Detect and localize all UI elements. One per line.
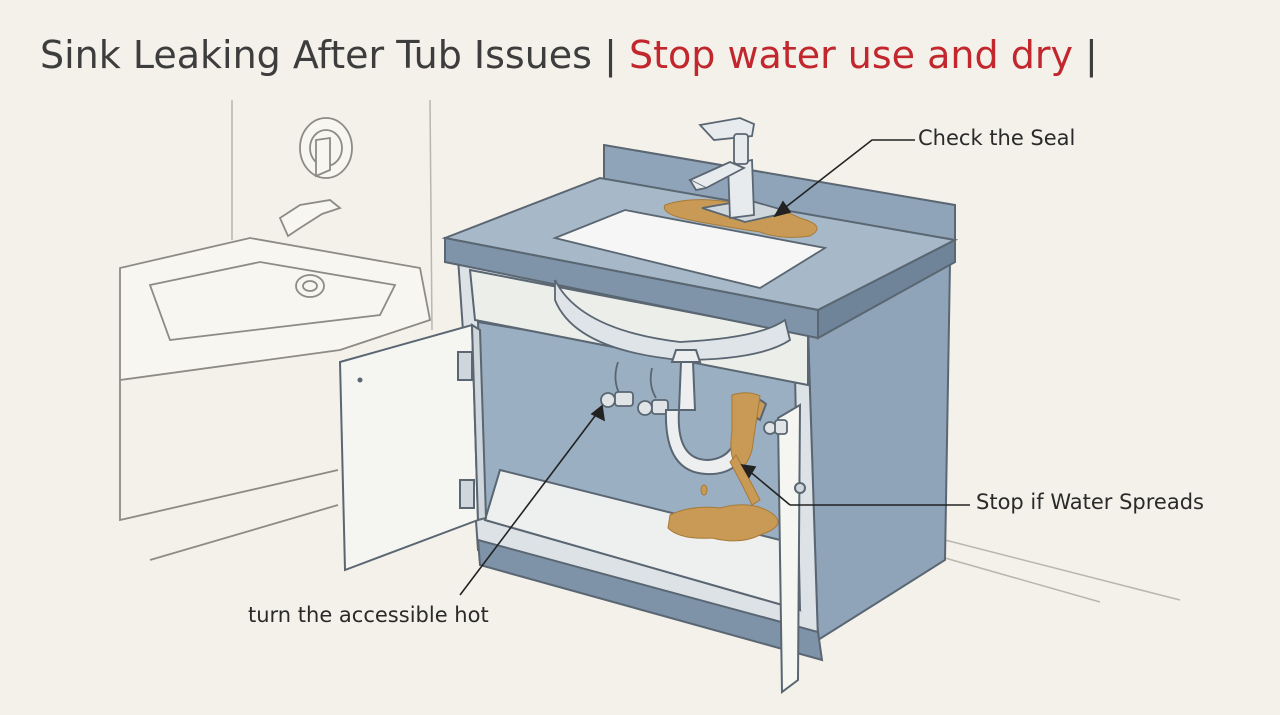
- page-title: Sink Leaking After Tub Issues | Stop wat…: [40, 30, 1098, 80]
- title-separator: |: [604, 33, 617, 77]
- seal-arrow-line: [781, 139, 915, 211]
- title-trailing: |: [1085, 33, 1098, 77]
- hot-arrowhead: [590, 404, 606, 422]
- hot-arrow-line: [459, 411, 599, 596]
- callout-stop-spread: Stop if Water Spreads: [976, 490, 1204, 514]
- callout-check-seal: Check the Seal: [918, 126, 1076, 150]
- spread-arrowhead: [740, 463, 757, 479]
- left-cabinet-door: [338, 323, 488, 572]
- callout-arrows: [459, 139, 970, 596]
- right-cabinet-door: [776, 403, 806, 694]
- faucet: [687, 117, 791, 223]
- callout-turn-hot: turn the accessible hot: [248, 603, 489, 627]
- hot-valve-handle: [600, 392, 616, 408]
- cabinet-leak: [667, 392, 779, 542]
- tub-drain: [295, 274, 325, 298]
- sink-basin: [552, 209, 828, 361]
- cold-valve-handle: [637, 400, 653, 416]
- seal-arrowhead: [773, 200, 792, 218]
- title-highlight: Stop water use and dry: [628, 33, 1073, 77]
- tub-fixtures: [278, 117, 353, 238]
- tub-spout: [278, 199, 342, 238]
- bathtub: [119, 237, 432, 561]
- title-main: Sink Leaking After Tub Issues: [40, 33, 592, 77]
- wall-lines: [231, 99, 1181, 603]
- shutoff-valves: [600, 361, 788, 435]
- spread-arrow-diag: [747, 469, 791, 506]
